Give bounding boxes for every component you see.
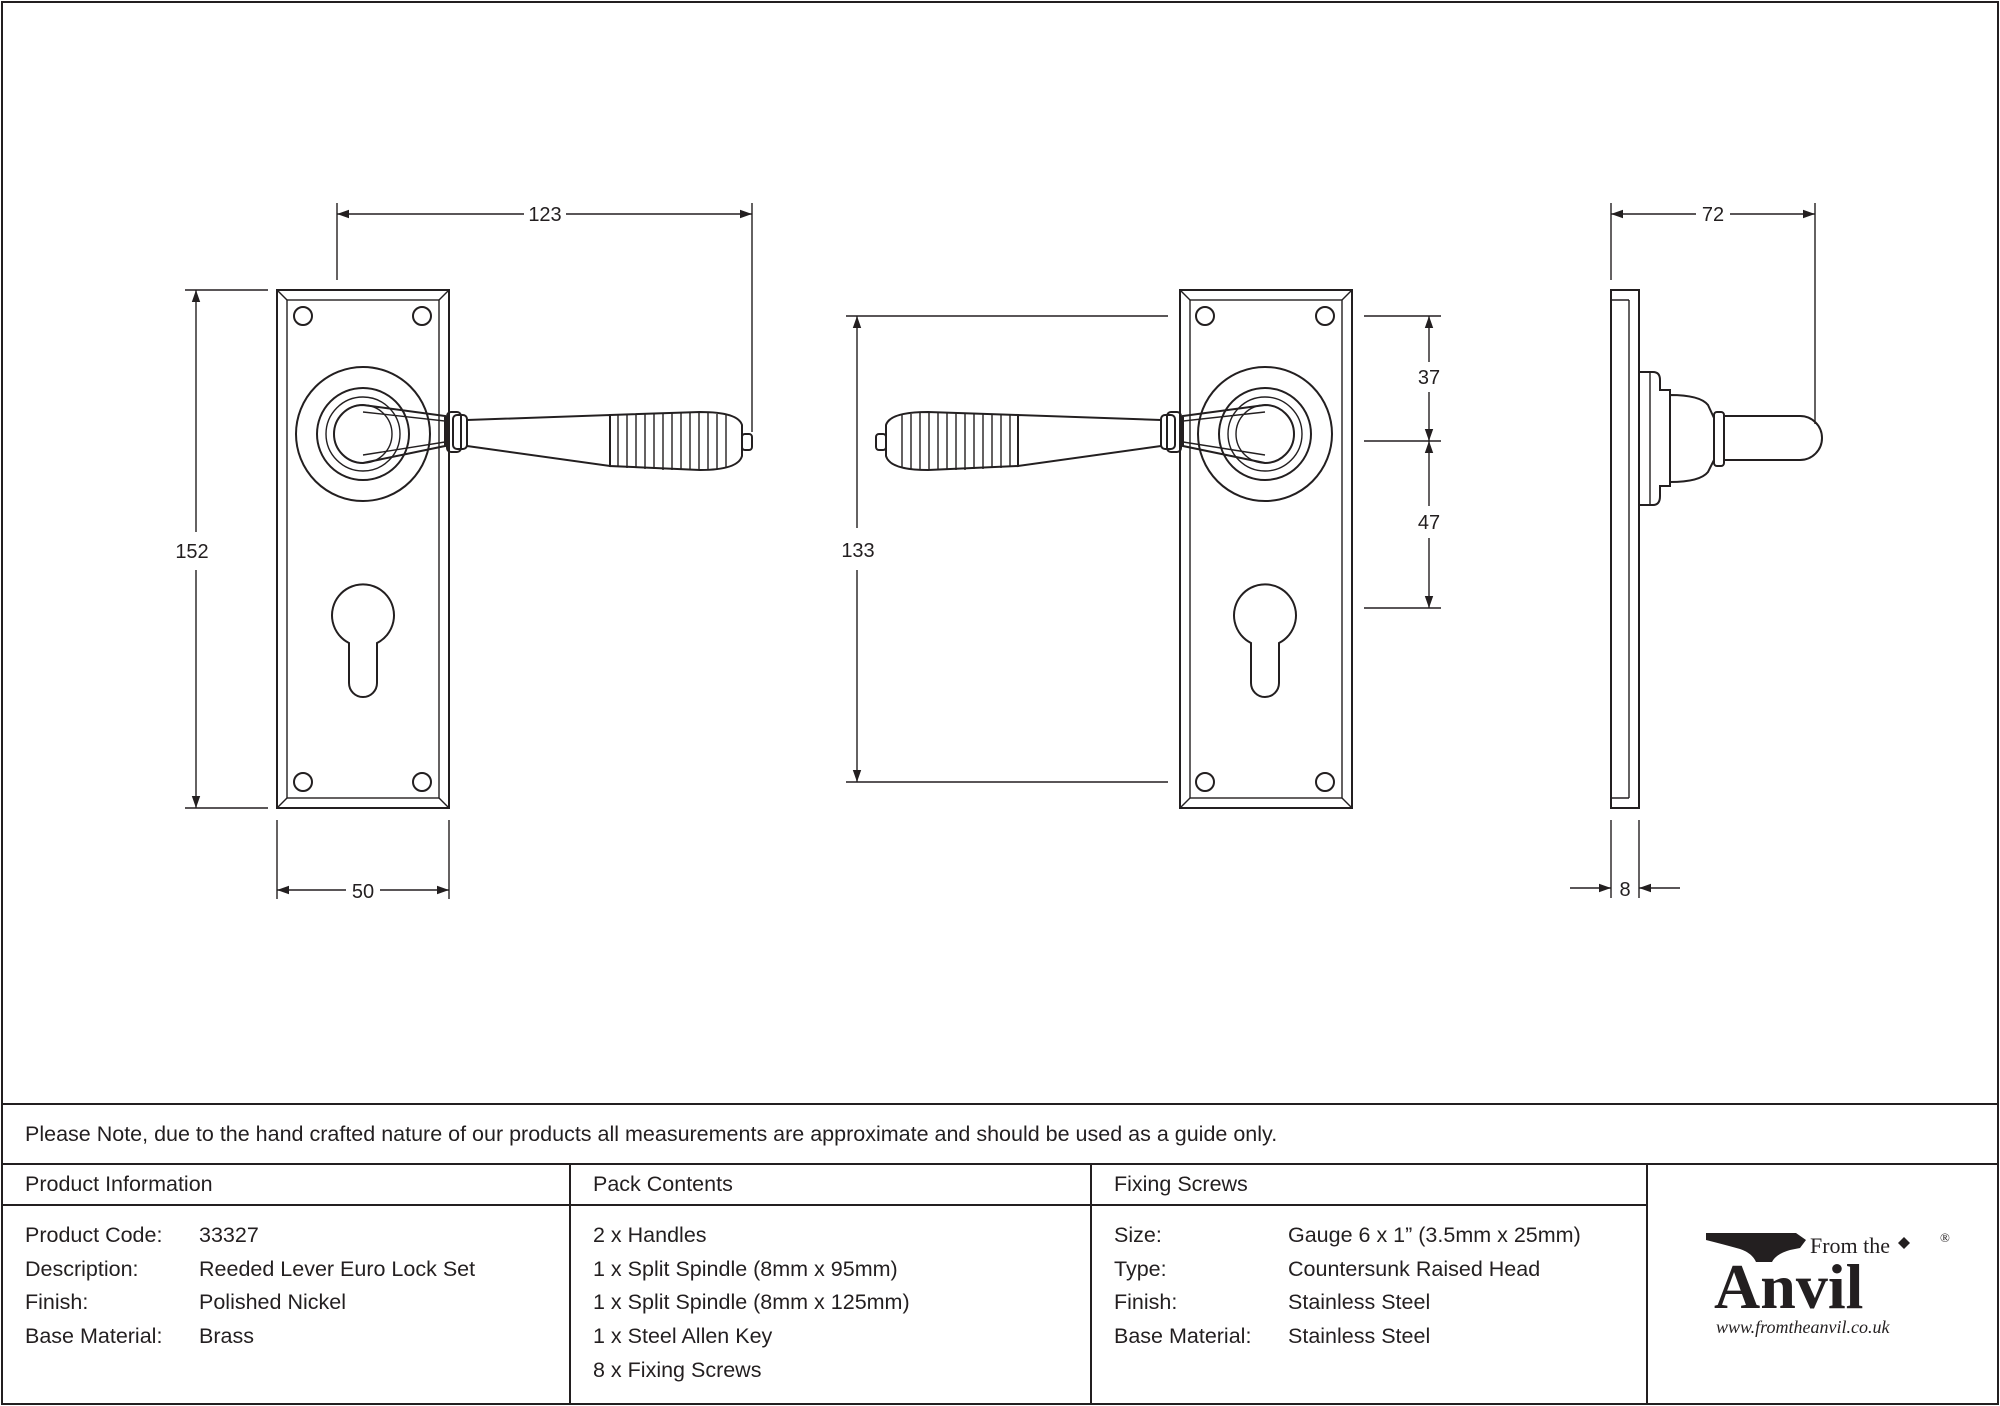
rose-side [1638, 371, 1671, 506]
dim-lower-offset: 47 [1418, 512, 1440, 534]
fixing-screws-value: Countersunk Raised Head [1288, 1257, 1540, 1281]
dim-upper-offset: 37 [1418, 367, 1440, 389]
euro-keyhole [1233, 583, 1297, 698]
pack-contents-item: 1 x Split Spindle (8mm x 125mm) [593, 1290, 910, 1314]
screw-hole [1195, 306, 1215, 326]
logo-url: www.fromtheanvil.co.uk [1716, 1317, 1890, 1337]
product-info-value: Reeded Lever Euro Lock Set [199, 1257, 475, 1281]
logo-from-the: From the [1810, 1233, 1890, 1258]
front-view [276, 289, 753, 809]
rear-view [875, 289, 1353, 809]
lever-handle-side [1669, 393, 1823, 484]
dim-fixing-span: 133 [841, 540, 874, 562]
backplate-front [276, 289, 450, 809]
product-info-value: 33327 [199, 1223, 259, 1247]
screw-hole [1315, 306, 1335, 326]
rear-view-dimensions: 133 37 47 [841, 315, 1441, 783]
screw-hole [412, 306, 432, 326]
pack-contents-item: 1 x Split Spindle (8mm x 95mm) [593, 1257, 898, 1281]
screw-hole [293, 772, 313, 792]
dim-plate-height: 152 [175, 541, 208, 563]
product-info-label: Product Code: [25, 1223, 162, 1247]
rose-rear [1197, 366, 1333, 502]
fixing-screws-label: Size: [1114, 1223, 1162, 1247]
screw-hole [1315, 772, 1335, 792]
diamond-icon [1898, 1237, 1910, 1249]
disclaimer-note: Please Note, due to the hand crafted nat… [25, 1122, 1277, 1146]
pack-contents-item: 8 x Fixing Screws [593, 1358, 761, 1382]
fixing-screws-label: Finish: [1114, 1290, 1177, 1314]
euro-keyhole [331, 583, 395, 698]
lever-handle-rear [875, 403, 1295, 472]
dim-plate-thickness: 8 [1619, 879, 1630, 901]
screw-hole [293, 306, 313, 326]
logo-registered: ® [1940, 1230, 1950, 1245]
side-view-dimensions: 72 8 [1570, 203, 1816, 901]
pack-contents-item: 1 x Steel Allen Key [593, 1324, 773, 1348]
fixing-screws-label: Base Material: [1114, 1324, 1251, 1348]
backplate-rear [1179, 289, 1353, 809]
from-the-anvil-logo: From the ® Anvil www.fromtheanvil.co.uk [1706, 1230, 1950, 1337]
info-table: Please Note, due to the hand crafted nat… [2, 1103, 1998, 1404]
dim-side-projection: 72 [1702, 204, 1724, 226]
rose-front [295, 366, 431, 502]
lever-handle-front [333, 403, 753, 472]
product-info-value: Polished Nickel [199, 1290, 346, 1314]
backplate-side [1610, 289, 1640, 809]
side-view [1610, 289, 1823, 809]
product-info-value: Brass [199, 1324, 254, 1348]
fixing-screws-value: Stainless Steel [1288, 1324, 1430, 1348]
pack-contents-heading: Pack Contents [593, 1172, 733, 1196]
product-info-heading: Product Information [25, 1172, 213, 1196]
fixing-screws-value: Gauge 6 x 1” (3.5mm x 25mm) [1288, 1223, 1581, 1247]
screw-hole [1195, 772, 1215, 792]
logo-wordmark: Anvil [1714, 1251, 1863, 1322]
dim-handle-projection: 123 [528, 204, 561, 226]
fixing-screws-heading: Fixing Screws [1114, 1172, 1248, 1196]
dim-plate-width: 50 [352, 881, 374, 903]
screw-hole [412, 772, 432, 792]
pack-contents-item: 2 x Handles [593, 1223, 707, 1247]
product-info-label: Base Material: [25, 1324, 162, 1348]
product-info-label: Description: [25, 1257, 139, 1281]
product-info-label: Finish: [25, 1290, 88, 1314]
anvil-icon [1706, 1233, 1806, 1262]
front-view-dimensions: 123 152 50 [175, 203, 753, 903]
fixing-screws-value: Stainless Steel [1288, 1290, 1430, 1314]
fixing-screws-label: Type: [1114, 1257, 1167, 1281]
